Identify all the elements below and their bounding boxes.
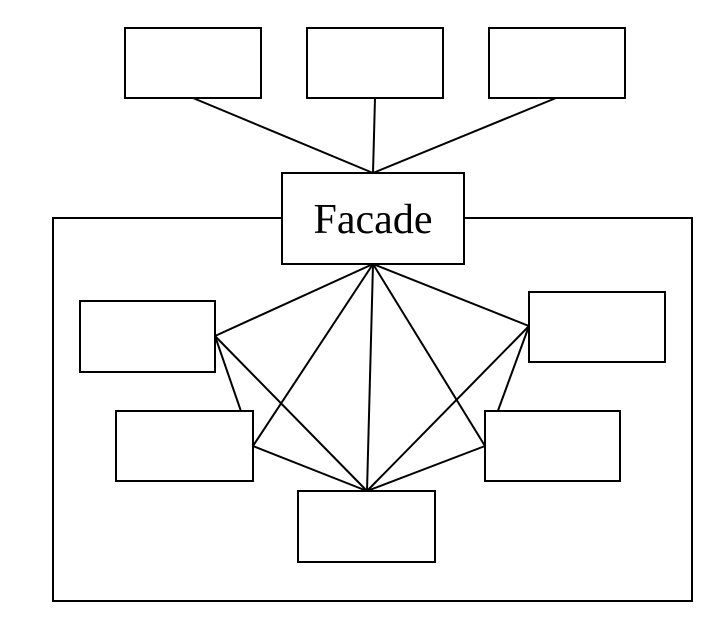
connector-client-3-facade: [372, 97, 557, 174]
subsystem-box-bottom: [297, 490, 436, 563]
subsystem-box-right-top: [528, 291, 666, 363]
connector-facade-sub-left-top: [214, 263, 374, 337]
facade-label: Facade: [314, 197, 433, 243]
connector-facade-sub-right-top: [372, 263, 530, 327]
client-box-2: [306, 27, 444, 99]
facade-box: [281, 172, 465, 265]
connector-sub-left-top-sub-bottom: [214, 335, 368, 492]
connector-facade-sub-bottom: [366, 263, 374, 492]
connector-sub-left-bottom-sub-bottom: [252, 445, 368, 492]
connector-client-1-facade: [192, 97, 374, 174]
connector-sub-right-top-sub-bottom: [366, 325, 530, 492]
subsystem-box-right-bottom: [484, 410, 621, 482]
client-box-3: [488, 27, 626, 99]
subsystem-box-left-bottom: [115, 410, 254, 482]
connector-facade-sub-left-bottom: [252, 263, 374, 447]
subsystem-box-left-top: [79, 300, 216, 373]
connector-client-2-facade: [372, 97, 376, 174]
client-box-1: [124, 27, 262, 99]
connector-facade-sub-right-bottom: [372, 263, 486, 447]
connector-sub-right-bottom-sub-bottom: [366, 445, 486, 492]
